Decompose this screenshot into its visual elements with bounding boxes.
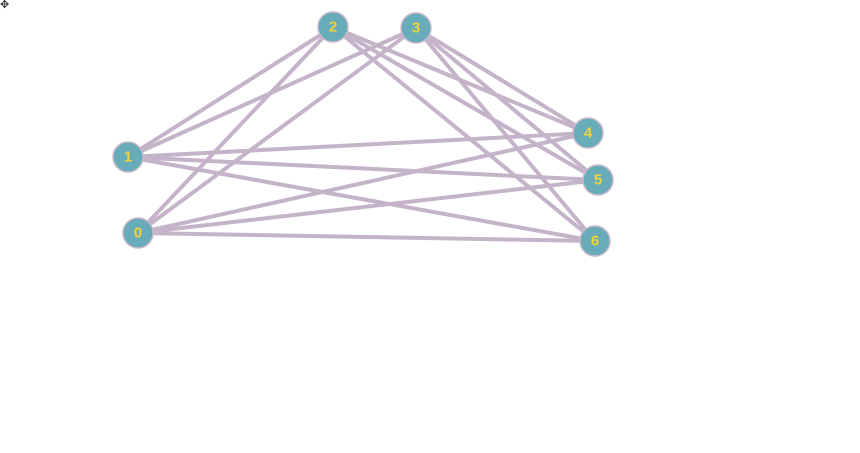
- node-circle[interactable]: [582, 164, 614, 196]
- node-circle[interactable]: [112, 141, 144, 173]
- node-4[interactable]: 4: [572, 117, 604, 149]
- node-label: 2: [329, 19, 337, 36]
- node-label: 6: [591, 233, 599, 250]
- node-circle[interactable]: [317, 11, 349, 43]
- edge-0-3: [136, 26, 418, 235]
- node-label: 4: [584, 125, 593, 142]
- node-circle[interactable]: [572, 117, 604, 149]
- node-2[interactable]: 2: [317, 11, 349, 43]
- node-label: 1: [124, 149, 132, 166]
- edge-1-6: [127, 155, 596, 243]
- edge-0-2: [136, 25, 335, 235]
- edge-1-2: [126, 25, 335, 159]
- node-circle[interactable]: [122, 217, 154, 249]
- node-circle[interactable]: [579, 225, 611, 257]
- edges-layer: [126, 25, 600, 243]
- edge-3-5: [414, 26, 600, 182]
- edge-3-6: [414, 26, 597, 243]
- edge-2-5: [331, 25, 600, 182]
- node-3[interactable]: 3: [400, 12, 432, 44]
- node-label: 5: [594, 172, 602, 189]
- nodes-layer: 0 1 2 3 4 5 6: [112, 11, 614, 257]
- node-1[interactable]: 1: [112, 141, 144, 173]
- node-label: 0: [134, 225, 142, 242]
- node-circle[interactable]: [400, 12, 432, 44]
- edge-2-6: [331, 25, 597, 243]
- node-0[interactable]: 0: [122, 217, 154, 249]
- edge-0-6: [137, 231, 596, 243]
- node-5[interactable]: 5: [582, 164, 614, 196]
- edge-1-4: [127, 131, 589, 159]
- edge-3-4: [414, 26, 590, 135]
- edge-0-5: [137, 178, 599, 235]
- node-label: 3: [412, 20, 420, 37]
- move-cursor-icon: ✥: [0, 0, 10, 11]
- node-6[interactable]: 6: [579, 225, 611, 257]
- edge-0-4: [137, 131, 589, 235]
